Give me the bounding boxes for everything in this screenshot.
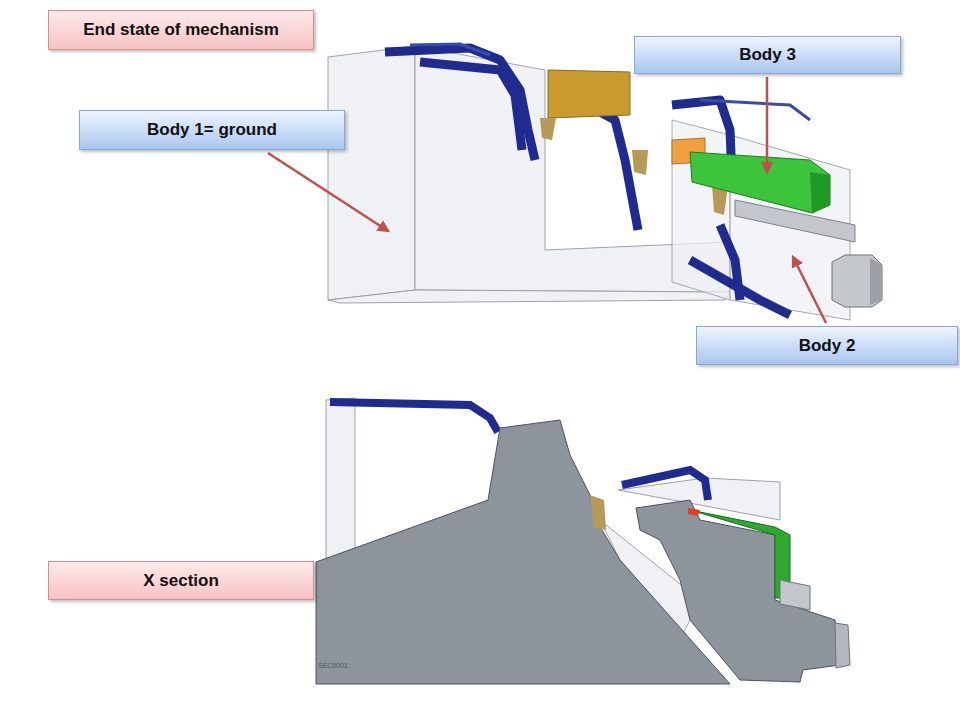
callout-text: Body 3 [727,45,808,65]
gold-block [548,70,630,118]
title-tag: End state of mechanism [48,10,314,50]
rail [735,200,855,242]
hex-nut [832,255,882,307]
body-2-section [636,500,840,682]
leader-arrow [766,77,769,172]
tan-pawl [632,150,648,175]
leader-arrows [268,77,826,323]
tan-pawl [540,118,556,140]
leader-arrow [268,153,388,231]
tan-pawl [590,495,606,530]
red-mark [688,508,700,516]
callout-text: End state of mechanism [71,20,291,40]
band-highlights [410,44,810,120]
section-id: SEC0001 [318,662,348,669]
ground-body [328,46,730,303]
image-ground [314,388,858,695]
callout-text: Body 2 [787,336,868,356]
callout-text: Body 1= ground [135,120,289,140]
callout-box: Body 2 [696,326,958,365]
body-3-slider [690,152,830,213]
leader-arrow [793,257,826,323]
callout-box: Body 1= ground [79,110,345,150]
rail-section [780,580,810,610]
callout-box: Body 3 [634,36,901,74]
nut-section [835,623,850,668]
hex-nut-side [870,258,882,305]
title-tag: X section [48,561,314,600]
body-3-end [810,172,830,213]
body-3-section [690,510,790,598]
callout-text: X section [131,571,231,591]
